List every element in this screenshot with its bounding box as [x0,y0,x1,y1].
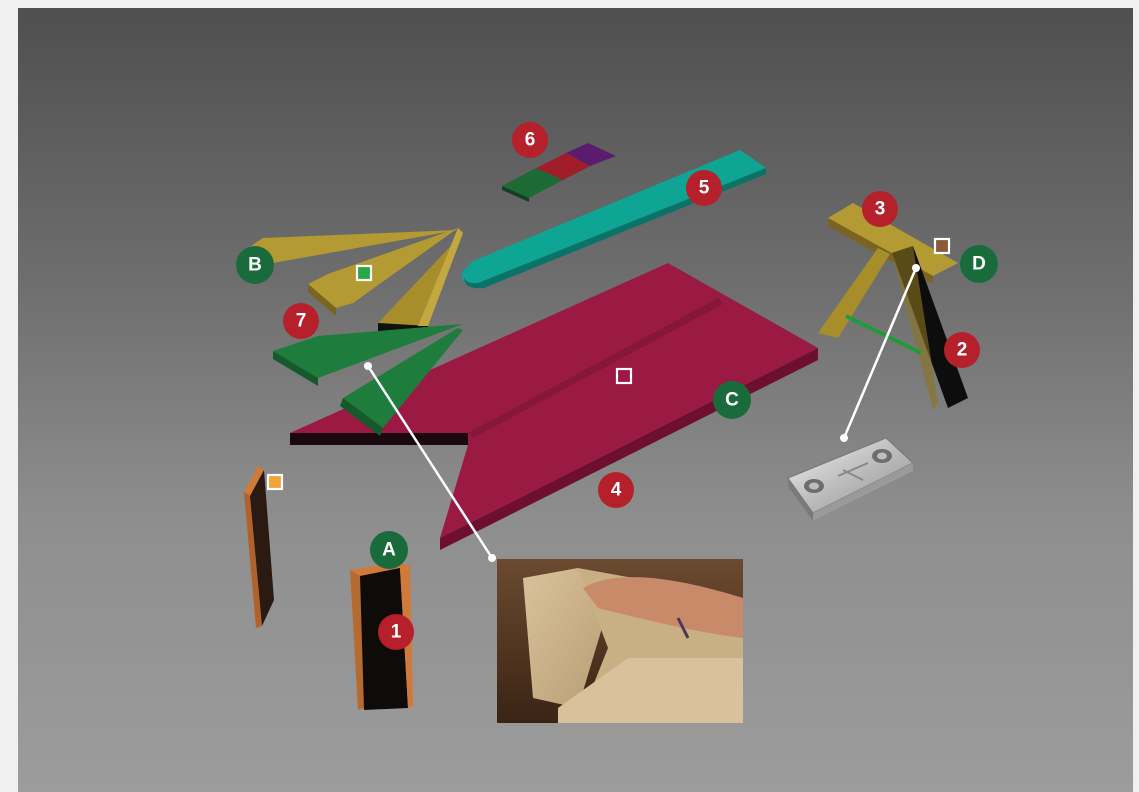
part-marker-3-label: 3 [875,199,886,220]
part-marker-5: 5 [686,170,722,206]
joint-marker-d: D [960,245,998,283]
orange-square-icon [268,475,282,489]
part-marker-1: 1 [378,614,414,650]
part-marker-7-label: 7 [296,311,307,332]
crimson-square-icon [617,369,631,383]
gold-fan-part [248,228,463,335]
green-square-icon [357,266,371,280]
exploded-assembly-diagram: 1 2 3 4 5 6 7 A B C D [18,8,1133,792]
part-marker-6-label: 6 [525,130,536,151]
part-marker-7: 7 [283,303,319,339]
part-marker-5-label: 5 [699,178,710,199]
brown-square-icon [935,239,949,253]
joint-marker-b: B [236,246,274,284]
joint-marker-a: A [370,531,408,569]
joint-marker-a-label: A [382,540,396,561]
part-marker-4-label: 4 [611,480,622,501]
part-marker-2: 2 [944,332,980,368]
joint-marker-b-label: B [248,255,262,276]
joint-marker-c: C [713,381,751,419]
part-marker-6: 6 [512,122,548,158]
teal-strip-part [462,150,766,288]
part-marker-4: 4 [598,472,634,508]
joint-marker-d-label: D [972,254,986,275]
hand-pressing-wood-photo [497,559,743,723]
joint-marker-c-label: C [725,390,739,411]
part-marker-2-label: 2 [957,340,968,361]
part-marker-1-label: 1 [391,622,402,643]
mending-plate-icon [788,438,913,521]
diagram-canvas: 1 2 3 4 5 6 7 A B C D [18,8,1133,792]
part-marker-3: 3 [862,191,898,227]
sawhorse-part [818,203,968,410]
thin-board-part [244,466,274,628]
